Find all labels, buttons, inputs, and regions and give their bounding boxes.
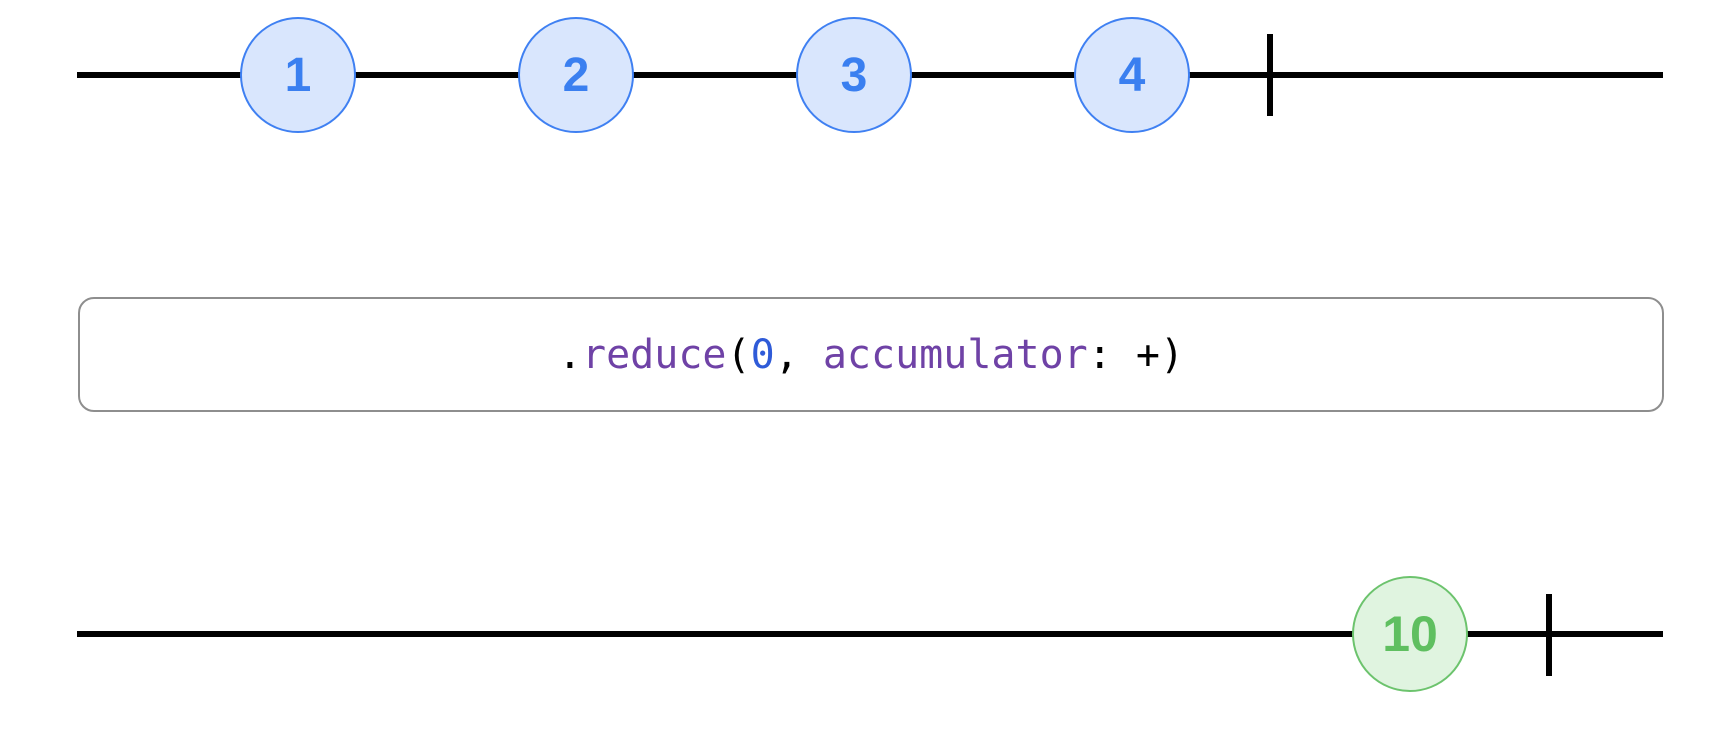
output-marble-label: 10 [1382, 606, 1438, 662]
input-marble-label: 1 [284, 48, 312, 102]
input-marble-2: 2 [518, 17, 634, 133]
input-marble-label: 2 [562, 48, 590, 102]
operator-name: reduce [581, 331, 727, 378]
operator-close-paren: ) [1160, 331, 1185, 378]
output-timeline [77, 631, 1663, 637]
input-completion-tick [1267, 34, 1273, 116]
output-marble-1: 10 [1352, 576, 1468, 692]
input-marble-1: 1 [240, 17, 356, 133]
input-marble-label: 3 [840, 48, 868, 102]
operator-initial-value: 0 [750, 331, 775, 378]
operator-param-label: accumulator [822, 331, 1088, 378]
output-completion-tick [1546, 594, 1552, 676]
operator-colon: : [1087, 331, 1136, 378]
operator-comma: , [774, 331, 823, 378]
input-marble-4: 4 [1074, 17, 1190, 133]
operator-open-paren: ( [726, 331, 751, 378]
operator-box: .reduce(0, accumulator: +) [78, 297, 1664, 412]
input-marble-3: 3 [796, 17, 912, 133]
operator-accumulator: + [1135, 331, 1161, 378]
operator-dot: . [557, 331, 582, 378]
input-marble-label: 4 [1118, 48, 1146, 102]
